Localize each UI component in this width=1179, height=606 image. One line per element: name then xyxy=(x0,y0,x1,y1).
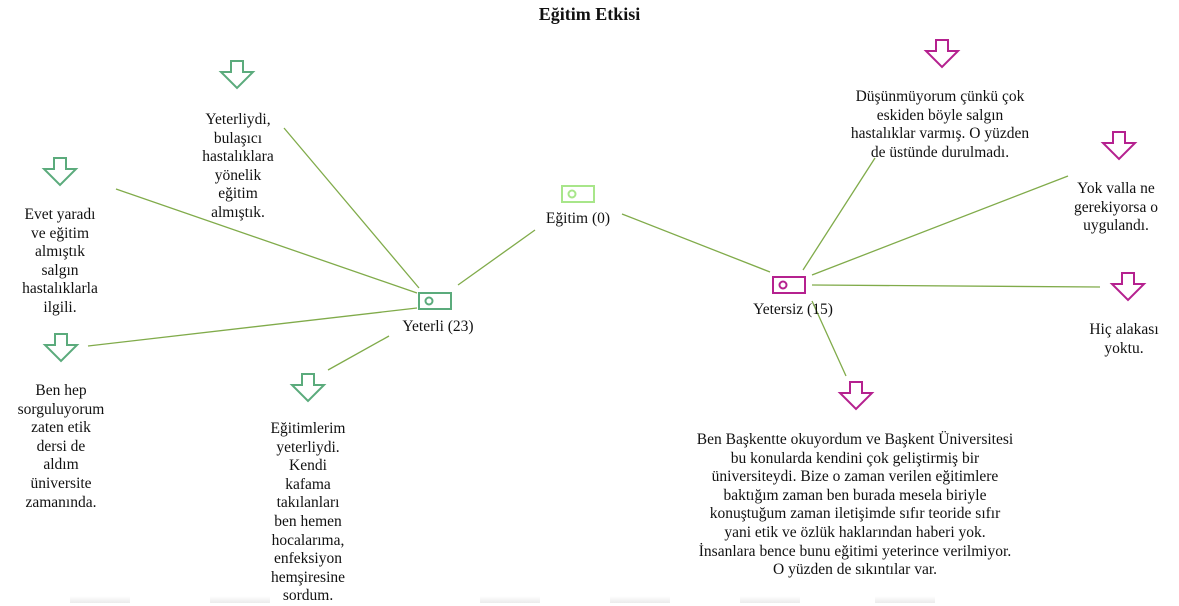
quote-text: Evet yaradı ve eğitim almıştık salgın ha… xyxy=(22,206,98,316)
down-arrow-icon xyxy=(1100,131,1138,161)
code-tag-icon[interactable] xyxy=(561,185,595,203)
quote-text: Eğitimlerim yeterliydi. Kendi kafama tak… xyxy=(270,420,346,605)
diagram-title: Eğitim Etkisi xyxy=(538,4,641,24)
code-tag-icon[interactable] xyxy=(772,276,806,294)
quote-text: Ben Başkentte okuyordum ve Başkent Ünive… xyxy=(696,431,1014,579)
down-arrow-icon xyxy=(923,39,961,69)
edge-yetersiz-q8 xyxy=(811,300,847,377)
node-label-yetersiz[interactable]: Yetersiz (15) xyxy=(753,301,833,318)
page-shadow xyxy=(875,596,935,603)
quote-text: Düşünmüyorum çünkü çok eskiden böyle sal… xyxy=(850,88,1030,161)
quote-text: Yok valla ne gerekiyorsa o uygulandı. xyxy=(1074,180,1158,235)
edge-root-yetersiz xyxy=(621,213,771,273)
down-arrow-icon xyxy=(218,60,256,90)
edge-yetersiz-q5 xyxy=(802,157,876,271)
edge-yeterli-q2 xyxy=(115,188,418,294)
page-shadow xyxy=(740,596,800,603)
quote-text: Yeterliydi, bulaşıcı hastalıklara yöneli… xyxy=(202,111,274,221)
connector-lines xyxy=(87,127,1101,377)
down-arrow-icon xyxy=(837,381,875,411)
page-shadow xyxy=(480,596,540,603)
edge-root-yeterli xyxy=(457,229,536,286)
page-shadow xyxy=(610,596,670,603)
down-arrow-icon xyxy=(289,373,327,403)
edge-yetersiz-q7 xyxy=(811,284,1101,288)
edge-yeterli-q4 xyxy=(327,335,390,371)
quote-text: Ben hep sorguluyorum zaten etik dersi de… xyxy=(17,382,105,511)
node-label-yeterli[interactable]: Yeterli (23) xyxy=(402,318,474,335)
page-shadow xyxy=(210,596,270,603)
code-tag-icon[interactable] xyxy=(418,292,452,310)
down-arrow-icon xyxy=(41,157,79,187)
node-label-egitim[interactable]: Eğitim (0) xyxy=(545,210,611,227)
down-arrow-icon xyxy=(42,333,80,363)
edge-yetersiz-q6 xyxy=(811,175,1069,276)
edge-yeterli-q3 xyxy=(87,307,418,347)
down-arrow-icon xyxy=(1109,272,1147,302)
page-shadow xyxy=(70,596,130,603)
edge-yeterli-q1 xyxy=(283,127,420,289)
quote-text: Hiç alakası yoktu. xyxy=(1089,321,1159,357)
